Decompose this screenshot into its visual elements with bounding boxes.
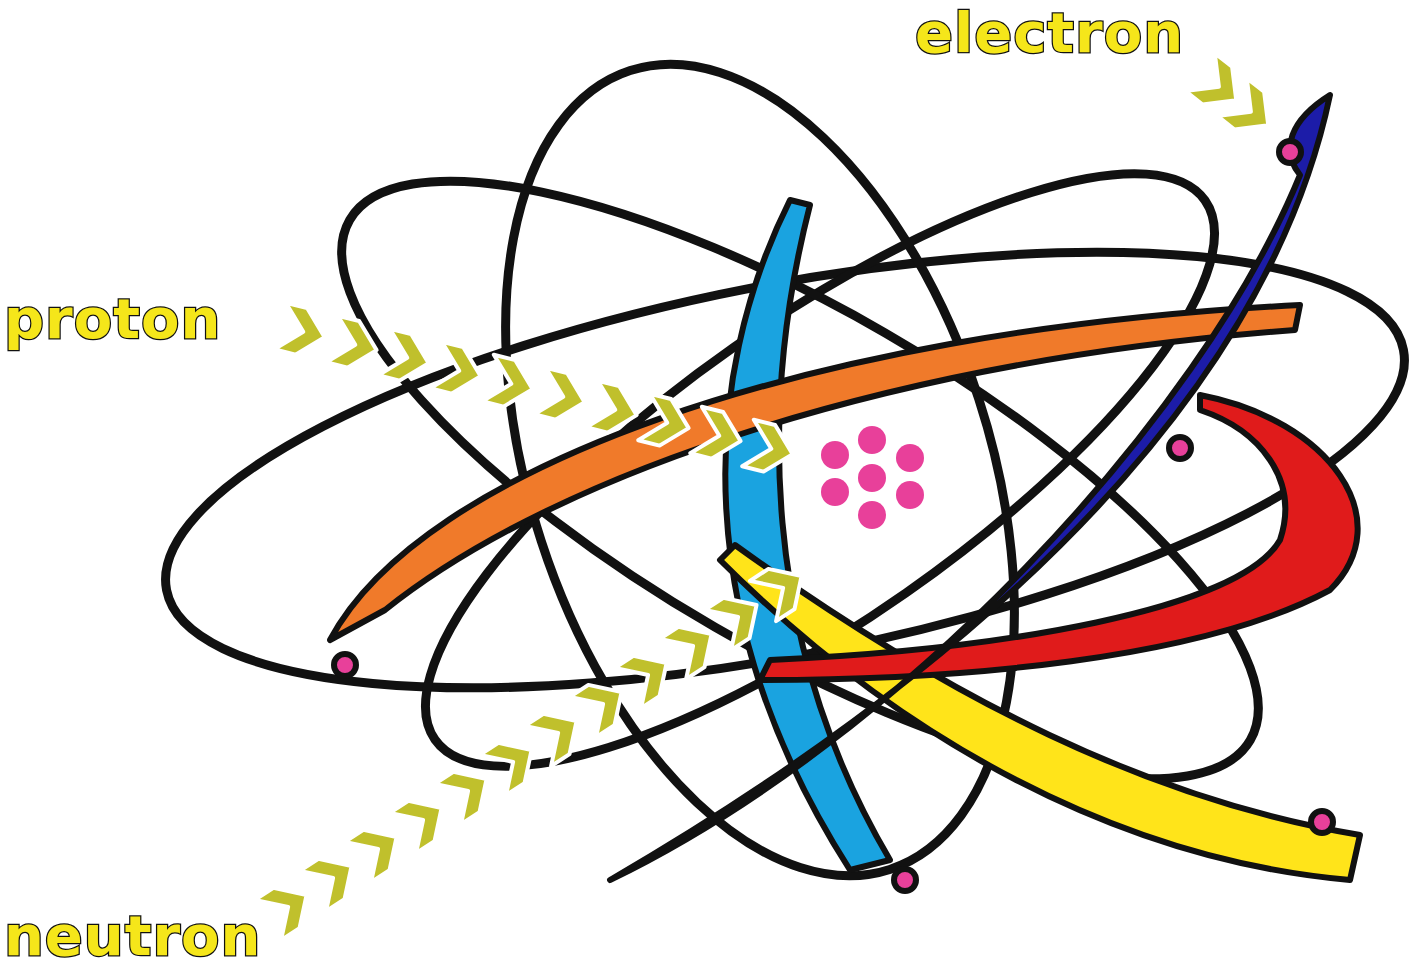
orbit xyxy=(411,0,1108,941)
orbit-swoosh xyxy=(330,305,1300,640)
electron-dot xyxy=(334,654,356,676)
electron-arrow xyxy=(1185,53,1283,144)
orbit-swoosh xyxy=(610,95,1330,880)
electron-dot xyxy=(1311,811,1333,833)
orbit xyxy=(265,73,1336,887)
part-label: neutron xyxy=(4,905,261,967)
electron-dot xyxy=(1279,141,1301,163)
nucleus xyxy=(821,426,924,529)
proton-arrow xyxy=(274,303,798,478)
part-label: electron xyxy=(915,2,1184,64)
part-label: proton xyxy=(4,288,221,350)
electron-dot xyxy=(1169,437,1191,459)
neutron-arrow xyxy=(255,556,815,940)
electron-dot xyxy=(894,869,916,891)
orbit-swoosh xyxy=(725,200,890,870)
